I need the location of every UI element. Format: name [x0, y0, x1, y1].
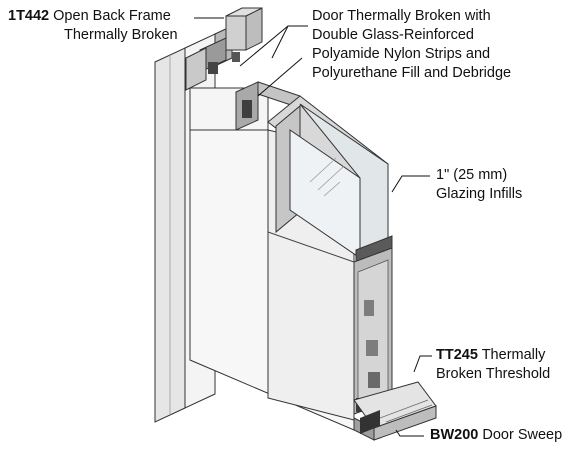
glazing-line2: Glazing Infills [436, 186, 523, 202]
glazing-line1: 1" (25 mm) [436, 167, 508, 183]
glazing-callout: 1" (25 mm) Glazing Infills [436, 166, 522, 204]
leader-lines [194, 17, 432, 437]
frame-line1: Open Back Frame [53, 8, 171, 24]
threshold-leader [413, 355, 432, 373]
door-line1: Door Thermally Broken with [312, 8, 491, 24]
sweep-leader [395, 429, 424, 437]
threshold-code: TT245 [436, 347, 478, 363]
sweep-callout: BW200 Door Sweep [430, 426, 562, 445]
threshold-and-sweep [353, 381, 437, 441]
door-leader-2 [239, 25, 289, 67]
threshold-line2: Broken Threshold [436, 366, 551, 382]
door-line4: Polyurethane Fill and Debridge [312, 65, 512, 81]
frame-line2: Thermally Broken [64, 27, 178, 43]
door-line3: Polyamide Nylon Strips and [312, 46, 491, 62]
door-line2: Double Glass-Reinforced [312, 27, 474, 43]
door-callout: Door Thermally Broken with Double Glass-… [312, 7, 511, 83]
glazing-leader [391, 175, 430, 193]
frame-code: 1T442 [8, 8, 50, 24]
sweep-code: BW200 [430, 427, 479, 443]
frame-callout: 1T442 Open Back Frame Thermally Broken [8, 7, 178, 45]
bottom-rail-section [353, 247, 393, 415]
door-leader-1 [271, 25, 308, 59]
frame-head-profile [185, 7, 263, 91]
threshold-callout: TT245 Thermally Broken Threshold [436, 346, 550, 384]
door-leader-3 [257, 57, 303, 97]
sweep-line1: Door Sweep [482, 427, 563, 443]
threshold-line1: Thermally [481, 347, 546, 363]
